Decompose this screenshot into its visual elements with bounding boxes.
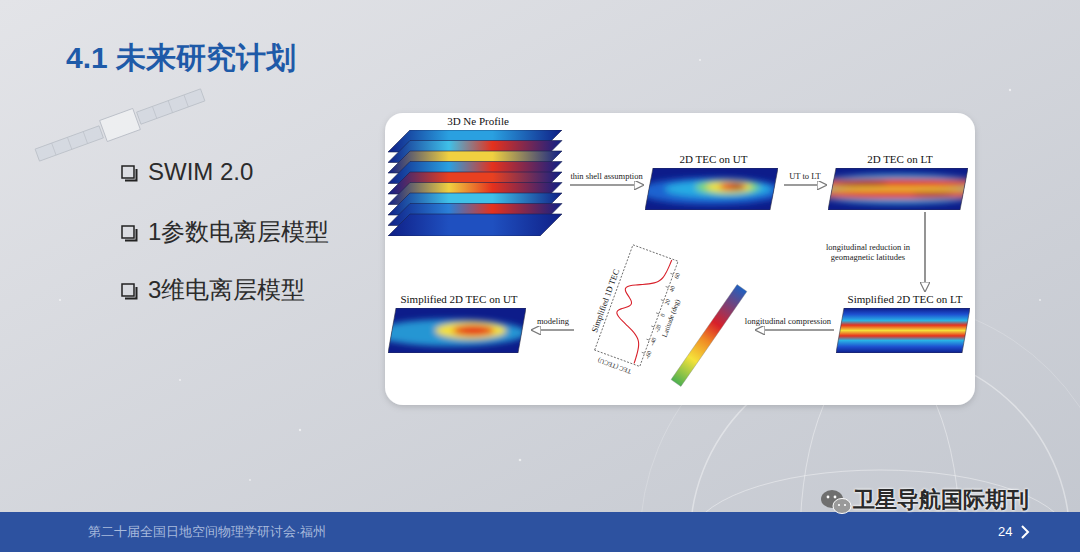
flow-arrow <box>756 329 834 331</box>
figure-panel <box>385 113 975 405</box>
tick-mark <box>670 273 673 274</box>
bullet-marks <box>122 166 137 299</box>
axis-title: TEC (TECU) <box>597 356 633 376</box>
edge-label: modeling <box>536 316 570 326</box>
tick-mark <box>666 287 669 288</box>
panel-title: Simplified 2D TEC on UT <box>388 293 530 306</box>
tec-map: Simplified 2D TEC on UT <box>388 293 530 353</box>
wechat-icon <box>821 490 851 514</box>
flow-arrow <box>532 329 574 331</box>
panel-title: Simplified 2D TEC on LT <box>836 293 974 306</box>
satellite-decoration <box>33 84 206 165</box>
tick-mark <box>651 326 654 327</box>
profile-stack: 3D Ne Profile <box>388 115 568 237</box>
tick-label: 60 <box>671 267 683 284</box>
edge-label: thin shell assumption <box>569 171 643 181</box>
tick-mark <box>647 339 650 340</box>
panel-title: 3D Ne Profile <box>388 115 568 128</box>
edge-label: longitudinal reduction in geomagnetic la… <box>821 242 915 262</box>
heatmap-figure <box>645 168 778 210</box>
profile-slice <box>388 214 562 236</box>
tick-mark <box>656 313 659 314</box>
tick-label: -60 <box>643 346 655 363</box>
tick-mark <box>642 352 645 353</box>
tec-map: Simplified 2D TEC on LT <box>836 293 974 353</box>
heatmap-figure <box>388 308 526 353</box>
panel-title: Simplified 1D TEC <box>579 239 633 363</box>
tick-label: 40 <box>667 280 679 297</box>
edge-label: longitudinal compression <box>744 316 832 326</box>
profile-chart: Simplified 1D TECTEC (TECU)Latitude (deg… <box>576 238 754 388</box>
next-chevron <box>1022 526 1028 538</box>
footer-text: 第二十届全国日地空间物理学研讨会·福州 <box>88 524 326 540</box>
flow-arrow <box>784 184 826 186</box>
tick-mark <box>661 300 664 301</box>
footer-bar <box>0 512 1080 552</box>
flow-arrow <box>924 212 926 291</box>
slide-title: 4.1 未来研究计划 <box>66 40 296 76</box>
star-dots <box>59 59 1041 481</box>
edge-label: UT to LT <box>788 171 822 181</box>
panel-title: 2D TEC on UT <box>645 153 782 166</box>
tec-curve <box>602 248 671 363</box>
heatmap-figure <box>828 168 968 210</box>
bullet-text: 3维电离层模型 <box>148 276 305 304</box>
bullet-text: 1参数电离层模型 <box>148 218 329 246</box>
tec-map: 2D TEC on LT <box>828 153 972 210</box>
color-bar <box>576 238 754 388</box>
tec-map: 2D TEC on UT <box>645 153 782 210</box>
watermark: 卫星导航国际期刊 <box>853 486 1029 514</box>
bullet-text: SWIM 2.0 <box>148 158 253 186</box>
heatmap-figure <box>836 308 970 353</box>
profile-stack-figure <box>388 130 564 236</box>
panel-title: 2D TEC on LT <box>828 153 972 166</box>
flow-arrow <box>570 184 643 186</box>
tick-label: -40 <box>648 333 660 350</box>
plot-frame <box>595 245 678 367</box>
page-number: 24 <box>998 524 1012 540</box>
